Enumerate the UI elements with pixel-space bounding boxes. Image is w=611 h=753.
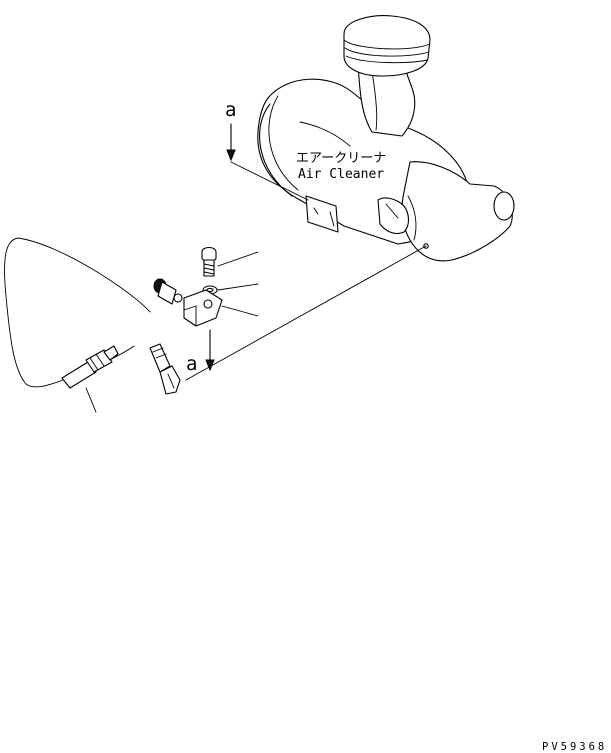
tube-fitting bbox=[149, 343, 181, 395]
drawing-code: PV59368 bbox=[542, 741, 607, 753]
view-marker-top: a bbox=[225, 99, 309, 201]
clamp-band bbox=[377, 197, 410, 235]
leader-washer bbox=[217, 283, 259, 291]
adapter-fitting bbox=[153, 278, 183, 305]
air-cleaner-assembly bbox=[257, 15, 515, 262]
clip-bracket bbox=[183, 289, 223, 327]
bolt bbox=[201, 246, 217, 277]
leader-clip bbox=[221, 305, 259, 317]
mounting-bracket bbox=[305, 195, 339, 233]
part-name-en: Air Cleaner bbox=[298, 167, 384, 182]
part-name-jp: エアークリーナ bbox=[296, 151, 386, 166]
view-marker-bottom: a bbox=[186, 329, 215, 375]
view-marker-letter-top: a bbox=[225, 99, 236, 121]
pressure-switch-connector bbox=[61, 345, 119, 413]
view-marker-letter-bottom: a bbox=[186, 353, 197, 375]
outlet-pipe bbox=[401, 161, 513, 262]
leader-bolt bbox=[217, 251, 259, 267]
precleaner-cap bbox=[343, 15, 431, 77]
intake-stack bbox=[357, 63, 416, 137]
outlet-end bbox=[493, 191, 515, 221]
